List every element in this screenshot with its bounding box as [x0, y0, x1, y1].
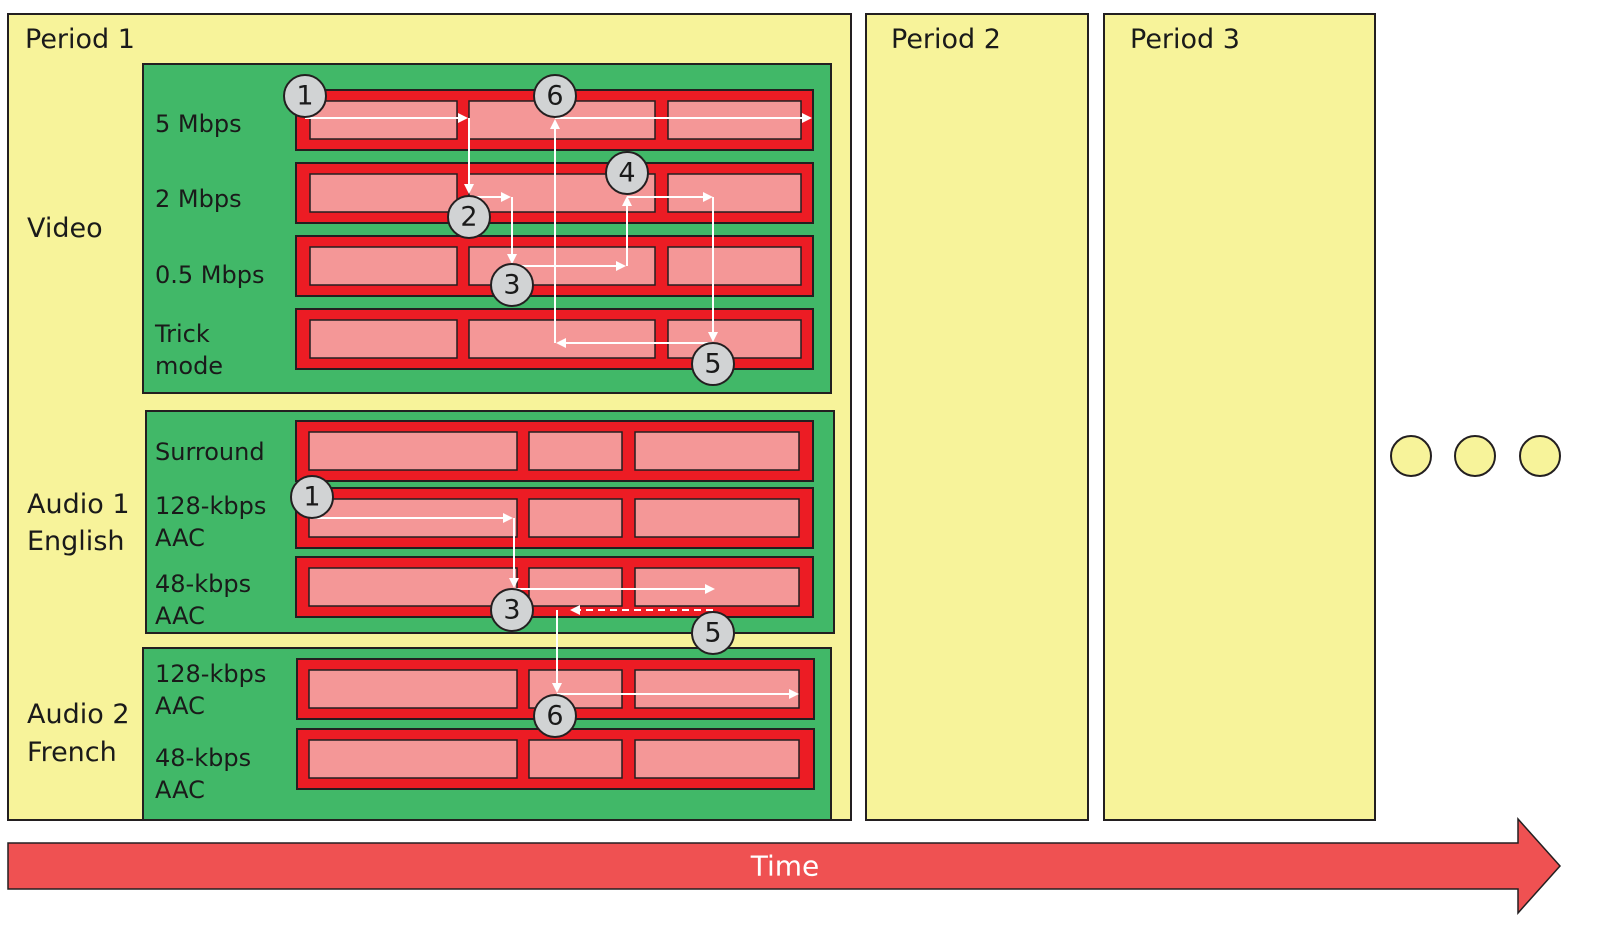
media-segment	[308, 567, 518, 607]
rep-label: Surround	[155, 438, 265, 466]
period-1-title: Period 1	[25, 24, 135, 55]
time-axis: Time	[7, 817, 1562, 915]
media-segment	[528, 739, 623, 779]
adaptation-label-audio1-line2: English	[27, 526, 125, 557]
media-segment	[468, 319, 656, 359]
step-number: 3	[503, 595, 520, 626]
ellipsis-dot	[1454, 435, 1496, 477]
adaptation-label-audio2-line2: French	[27, 737, 117, 768]
video-step-6: 6	[533, 74, 577, 118]
adaptation-label-video: Video	[27, 213, 103, 244]
audio-step-3: 3	[490, 588, 534, 632]
media-segment	[634, 739, 800, 779]
step-number: 4	[618, 158, 635, 189]
rep-label: AAC	[155, 524, 205, 552]
rep-label: 128-kbps	[155, 492, 266, 520]
rep-label: AAC	[155, 692, 205, 720]
rep-label: 5 Mbps	[155, 110, 242, 138]
audio-step-6: 6	[533, 694, 577, 738]
media-segment	[309, 319, 458, 359]
video-step-3: 3	[490, 263, 534, 307]
ellipsis-icon	[1390, 435, 1561, 477]
adaptation-label-audio2-line1: Audio 2	[27, 699, 130, 730]
audio-step-1: 1	[290, 475, 334, 519]
step-number: 5	[704, 349, 721, 380]
media-segment	[308, 669, 518, 709]
media-segment	[528, 567, 623, 607]
media-segment	[667, 246, 802, 286]
rep-label: 48-kbps	[155, 570, 251, 598]
video-switch-path	[305, 113, 812, 348]
period-2-title: Period 2	[891, 24, 1001, 55]
media-segment	[309, 173, 458, 213]
step-number: 6	[546, 81, 563, 112]
media-segment	[528, 498, 623, 538]
ellipsis-dot	[1390, 435, 1432, 477]
step-number: 2	[460, 202, 477, 233]
video-step-1: 1	[283, 74, 327, 118]
media-segment	[667, 100, 802, 140]
media-segment	[667, 173, 802, 213]
step-number: 3	[503, 270, 520, 301]
adaptation-label-audio1-line1: Audio 1	[27, 489, 130, 520]
media-segment	[634, 498, 800, 538]
media-segment	[309, 100, 458, 140]
step-number: 1	[303, 482, 320, 513]
period-3: Period 3	[1103, 13, 1376, 821]
rep-label: AAC	[155, 602, 205, 630]
media-segment	[634, 567, 800, 607]
period-2: Period 2	[865, 13, 1089, 821]
media-segment	[308, 739, 518, 779]
audio-step-5: 5	[691, 611, 735, 655]
step-markers: 1 2 3 4 5 6 1 3 5 6	[283, 74, 735, 738]
step-number: 5	[704, 618, 721, 649]
rep-label: 48-kbps	[155, 744, 251, 772]
media-segment	[634, 431, 800, 471]
step-number: 1	[296, 81, 313, 112]
video-step-4: 4	[605, 151, 649, 195]
video-step-2: 2	[447, 195, 491, 239]
rep-label: 0.5 Mbps	[155, 261, 264, 289]
media-segment	[528, 431, 623, 471]
audio-switch-path	[312, 513, 799, 699]
ellipsis-dot	[1519, 435, 1561, 477]
media-segment	[309, 246, 458, 286]
rep-label: AAC	[155, 776, 205, 804]
media-segment	[634, 669, 800, 709]
period-3-title: Period 3	[1130, 24, 1240, 55]
time-label: Time	[750, 850, 820, 883]
media-segment	[667, 319, 802, 359]
rep-label: mode	[155, 352, 223, 380]
rep-label: 128-kbps	[155, 660, 266, 688]
rep-label: Trick	[154, 320, 210, 348]
time-arrow-icon	[7, 817, 1562, 915]
rep-label: 2 Mbps	[155, 185, 242, 213]
media-segment	[308, 431, 518, 471]
video-step-5: 5	[691, 342, 735, 386]
step-number: 6	[546, 701, 563, 732]
